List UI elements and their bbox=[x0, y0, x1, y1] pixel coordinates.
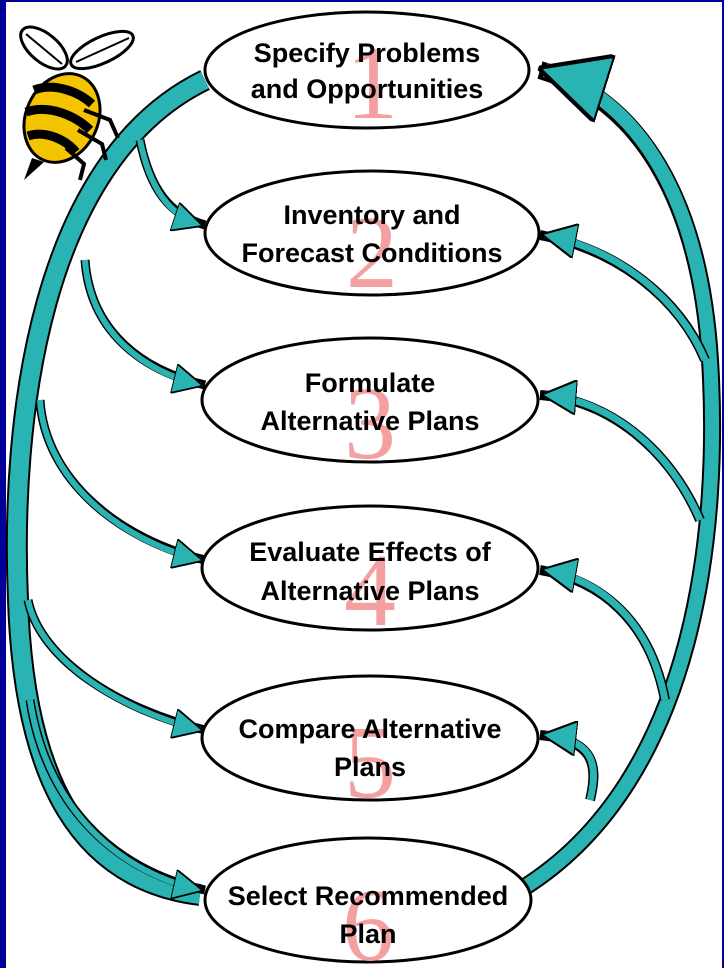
arrow-back-to-step-2 bbox=[539, 230, 710, 362]
step-2-number: 2 bbox=[346, 195, 398, 310]
step-5-label-line-1: Compare Alternative bbox=[238, 714, 501, 744]
step-2: 2 Inventory and Forecast Conditions bbox=[203, 169, 541, 310]
step-1-ellipse bbox=[203, 10, 531, 130]
step-6-ellipse bbox=[203, 836, 533, 964]
step-1-label-line-1: Specify Problems bbox=[254, 38, 481, 68]
step-1-number: 1 bbox=[346, 26, 398, 141]
forward-arrows bbox=[5, 70, 210, 906]
step-4-number: 4 bbox=[344, 533, 396, 648]
step-6-number: 6 bbox=[342, 868, 394, 968]
step-3-number: 3 bbox=[344, 366, 396, 481]
step-1-label-line-2: and Opportunities bbox=[251, 74, 484, 104]
step-6-label-line-1: Select Recommended bbox=[228, 881, 509, 911]
arrow-back-to-step-3 bbox=[539, 390, 705, 522]
step-6-label-line-2: Plan bbox=[339, 919, 396, 949]
step-3: 3 Formulate Alternative Plans bbox=[200, 336, 540, 481]
arrow-back-to-step-4 bbox=[539, 565, 670, 701]
step-4-label-line-2: Alternative Plans bbox=[260, 576, 479, 606]
step-2-ellipse bbox=[203, 169, 541, 297]
step-5-label-line-2: Plans bbox=[334, 752, 406, 782]
feedback-arrows bbox=[515, 70, 722, 898]
arrow-to-step-4 bbox=[35, 399, 207, 565]
step-5-number: 5 bbox=[344, 705, 396, 820]
bee-icon bbox=[19, 25, 135, 181]
step-5: 5 Compare Alternative Plans bbox=[200, 674, 540, 820]
step-2-label-line-1: Inventory and bbox=[283, 200, 460, 230]
arrow-back-to-step-5 bbox=[539, 730, 599, 802]
arrow-to-step-5 bbox=[23, 598, 207, 735]
step-3-label-line-2: Alternative Plans bbox=[260, 406, 479, 436]
step-5-ellipse bbox=[200, 674, 540, 802]
step-3-label-line-1: Formulate bbox=[305, 368, 436, 398]
step-4-ellipse bbox=[200, 504, 540, 632]
step-1: 1 Specify Problems and Opportunities bbox=[203, 10, 531, 141]
step-6: 6 Select Recommended Plan bbox=[203, 836, 533, 968]
step-3-ellipse bbox=[200, 336, 540, 464]
step-2-label-line-2: Forecast Conditions bbox=[241, 238, 502, 268]
step-4-label-line-1: Evaluate Effects of bbox=[249, 537, 492, 567]
step-4: 4 Evaluate Effects of Alternative Plans bbox=[200, 504, 540, 648]
